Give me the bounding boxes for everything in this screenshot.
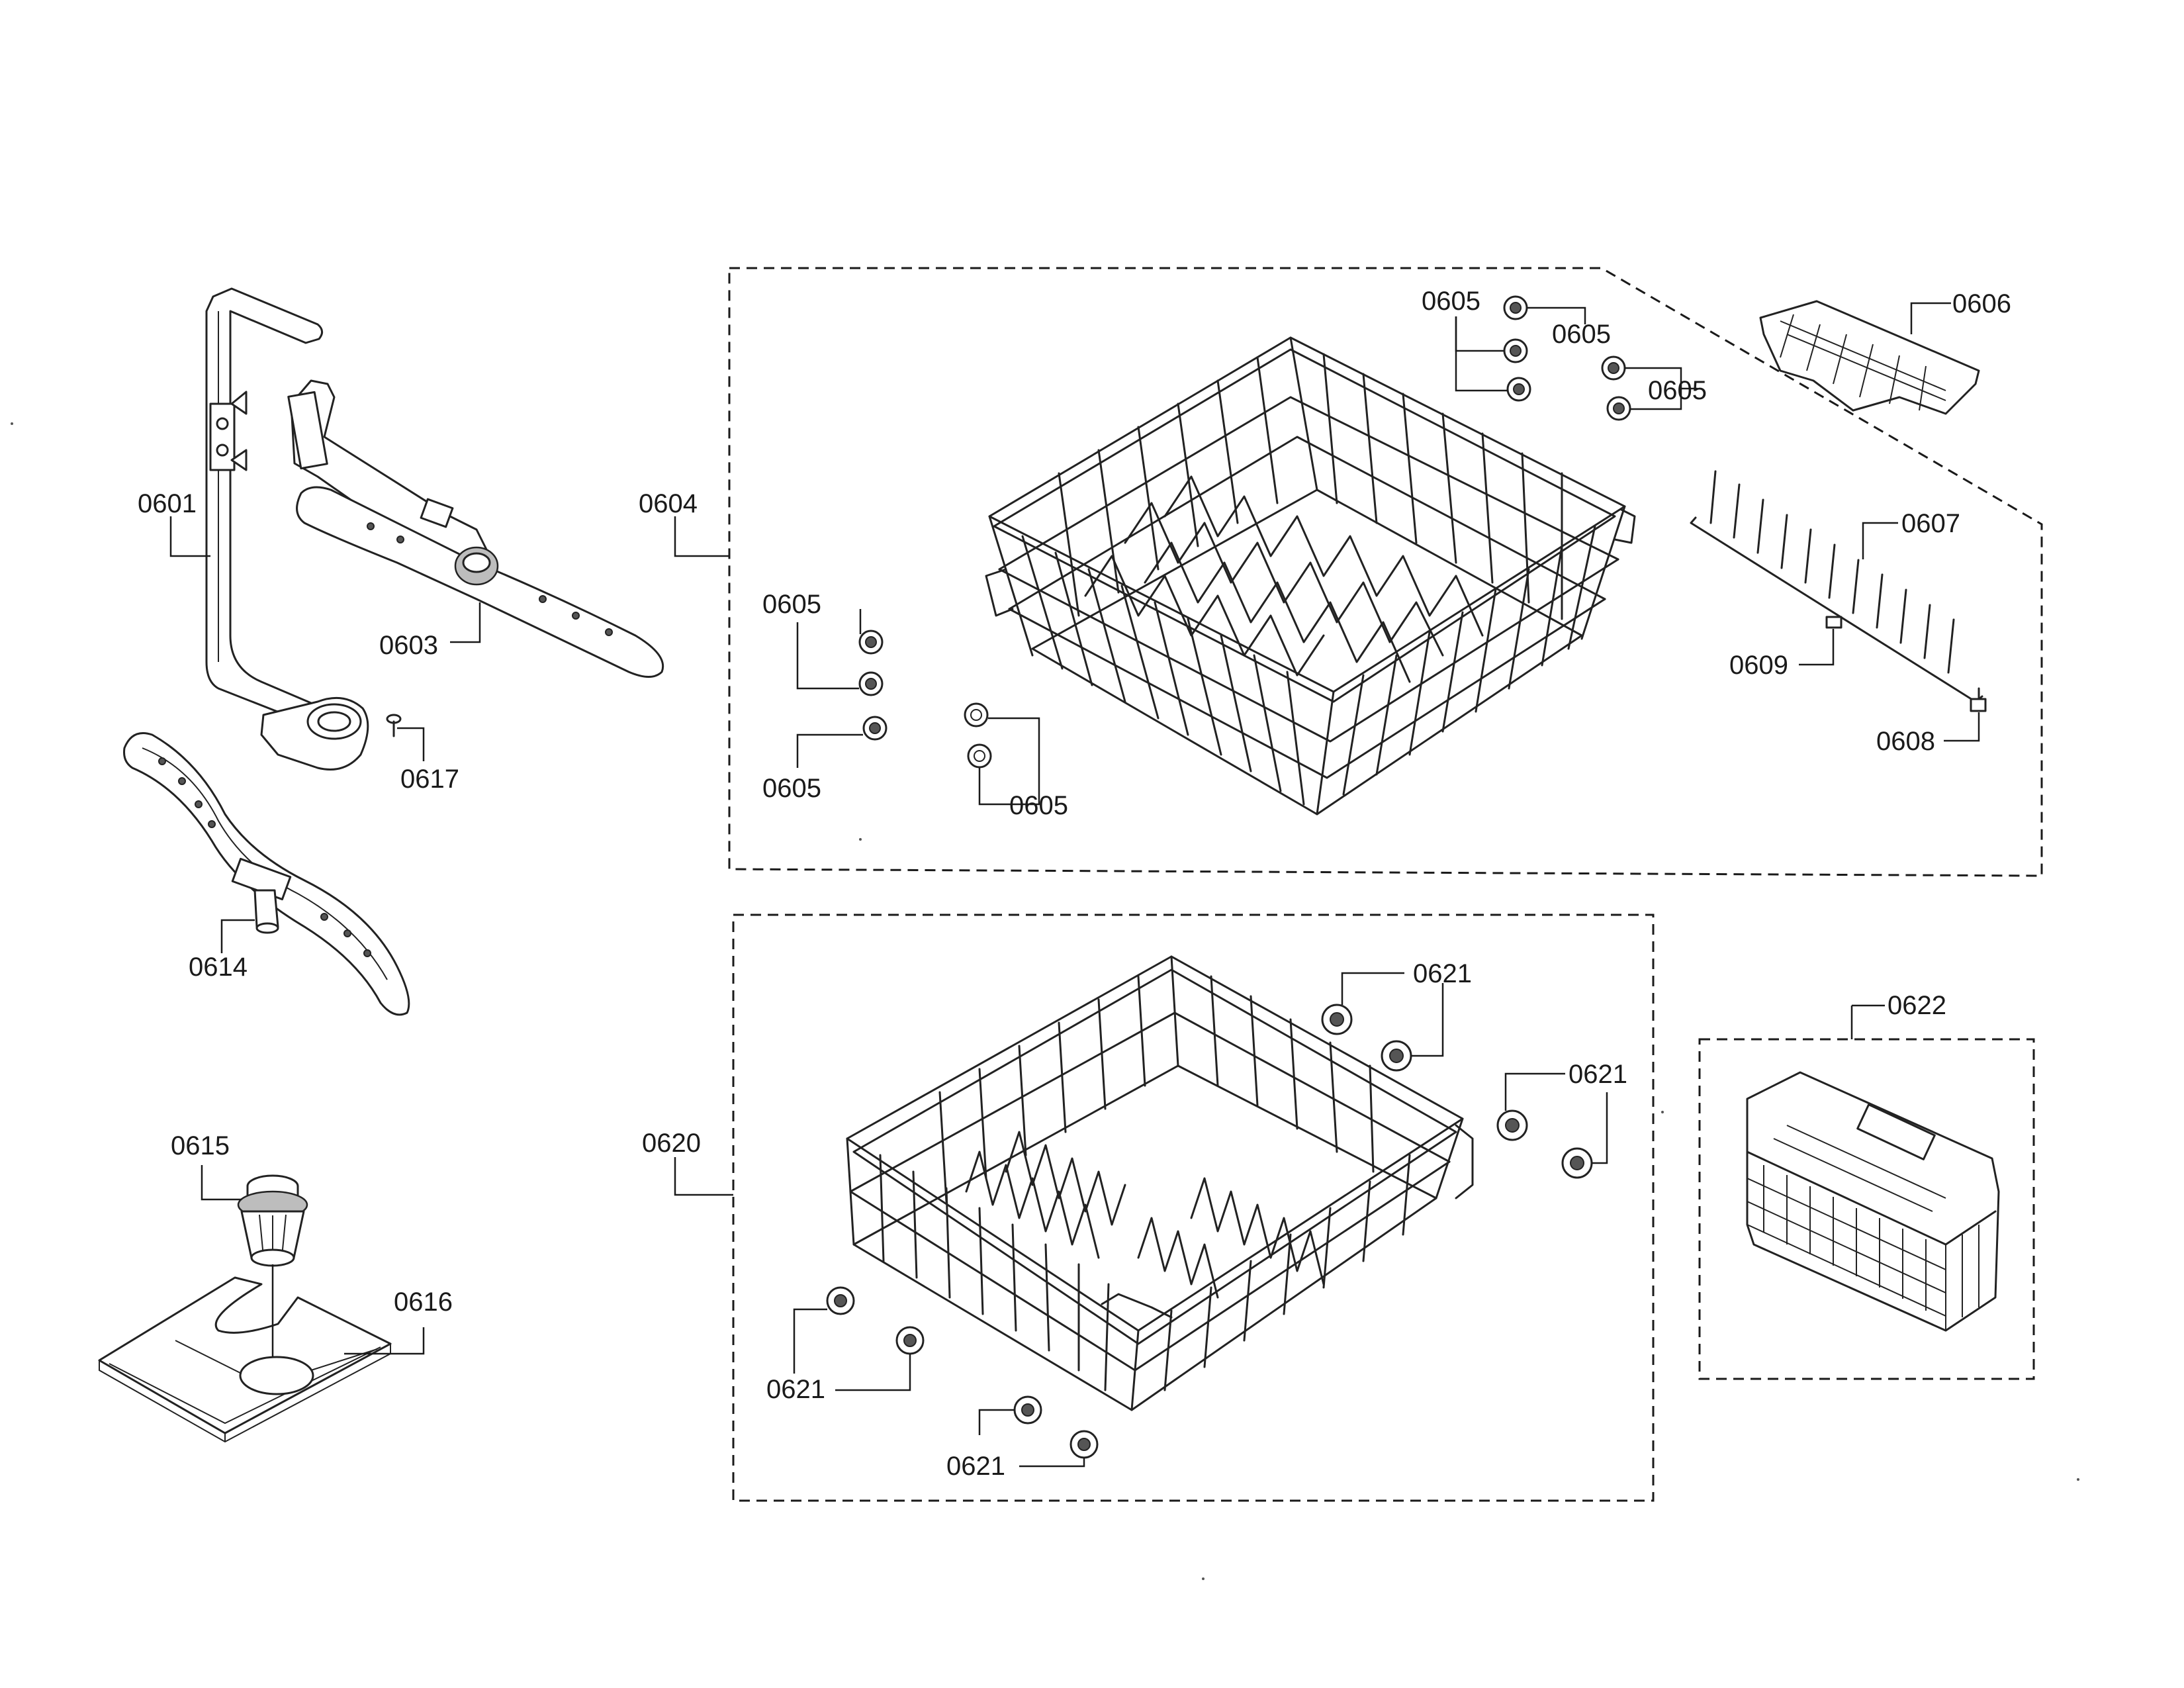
callout-0621: 0621 [1569, 1060, 1627, 1089]
callout-0616: 0616 [394, 1288, 453, 1317]
callout-0605: 0605 [762, 590, 821, 619]
callout-0608: 0608 [1876, 727, 1935, 756]
callout-0605: 0605 [1648, 376, 1707, 405]
callout-0605: 0605 [1009, 791, 1068, 820]
lower-rack-assembly-box [732, 914, 1655, 1502]
callout-0614: 0614 [189, 953, 248, 982]
tine-clip-part [1825, 616, 1987, 712]
callout-0621: 0621 [946, 1452, 1005, 1481]
upper-spray-arm-part [287, 379, 664, 678]
leader-lines [169, 302, 1980, 1468]
lower-spray-arm-part [123, 732, 410, 1016]
flat-filter-part [98, 1276, 392, 1443]
scan-specks [11, 422, 2079, 1580]
callout-0601: 0601 [138, 489, 197, 518]
cup-shelf-part [1759, 300, 1980, 415]
callout-0606: 0606 [1952, 289, 2011, 318]
callout-0605: 0605 [1552, 320, 1611, 349]
callout-0605: 0605 [762, 774, 821, 803]
callout-0605: 0605 [1422, 287, 1480, 316]
cutlery-basket-assembly-box [1698, 1038, 2035, 1380]
lower-rack-part [846, 955, 1474, 1411]
supply-tube-part [205, 287, 369, 771]
callout-0622: 0622 [1888, 991, 1946, 1020]
callout-0609: 0609 [1729, 651, 1788, 680]
screw-part [386, 714, 402, 737]
callout-0617: 0617 [400, 765, 459, 794]
callout-0603: 0603 [379, 631, 438, 660]
callout-0621: 0621 [766, 1375, 825, 1404]
micro-filter-part [237, 1174, 308, 1267]
callout-0621: 0621 [1413, 959, 1472, 988]
cutlery-basket-part [1746, 1071, 2000, 1332]
upper-rack-wheel-part [858, 295, 1631, 769]
callout-0604: 0604 [639, 489, 698, 518]
callout-labels: 0601 0603 0604 0617 0614 0615 0616 0620 … [138, 287, 2011, 1481]
tine-row-part [1690, 470, 1983, 703]
lower-rack-wheel-part [826, 1004, 1593, 1459]
upper-rack-assembly-box [728, 267, 2043, 877]
callout-0607: 0607 [1901, 509, 1960, 538]
callout-0620: 0620 [642, 1129, 701, 1158]
upper-rack-part [985, 336, 1636, 816]
callout-0615: 0615 [171, 1131, 230, 1160]
